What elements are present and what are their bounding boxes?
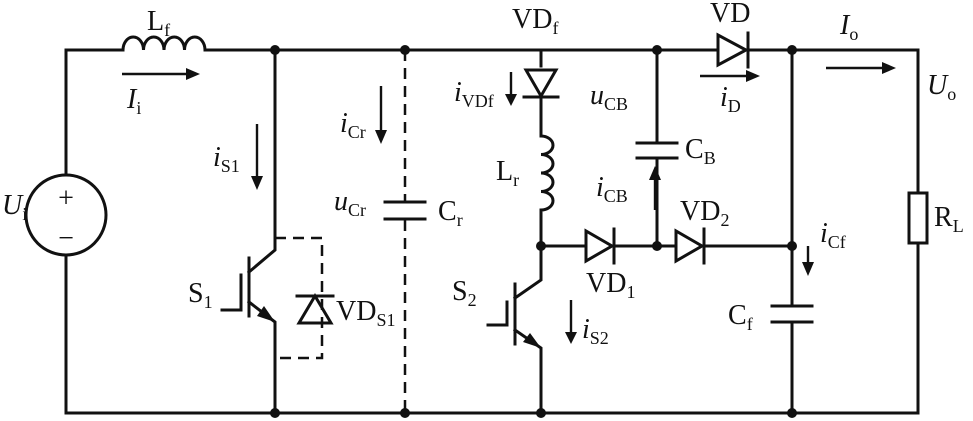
label-vd1: VD1 [586,268,635,302]
label-ucb: uCB [590,80,628,114]
s1-gate [220,273,243,312]
label-id: iD [720,82,741,116]
label-icf: iCf [820,218,846,252]
label-icr: iCr [340,108,366,142]
source-plus-sign: + [58,183,74,214]
label-is1: iS1 [213,142,240,176]
arrow-icf [802,246,814,276]
switch-s1 [220,236,324,360]
label-lr: Lr [496,156,519,190]
current-arrows [122,62,896,344]
arrow-ivdf [505,72,517,106]
label-is2: iS2 [582,314,609,348]
s1-collector-wire [246,48,277,275]
label-s2: S2 [452,276,477,310]
s2-emitter-arrow [523,333,541,348]
diode-vds1 [295,293,335,325]
label-cf: Cf [728,300,753,334]
label-lf: Lf [147,6,170,40]
labels: Lf Ii Ui iS1 S1 VDS1 iCr uCr Cr VDf iVDf… [2,0,964,348]
label-vdf: VDf [512,4,558,38]
label-vd: VD [710,0,750,29]
arrow-io [826,62,896,74]
capacitor-cf [770,304,814,324]
wires [64,48,920,415]
label-vds1: VDS1 [336,296,395,330]
source-minus-sign: − [58,223,74,254]
s2-collector-wire [512,244,543,301]
arrow-icb [649,166,661,210]
label-ui: Ui [2,190,27,224]
inductor-lr [539,134,555,212]
cr-branch [383,50,427,413]
label-ii: Ii [126,84,141,118]
label-icb: iCB [596,172,628,206]
label-rl: RL [934,202,964,236]
s2-gate [486,300,509,327]
label-ivdf: iVDf [454,77,494,111]
arrow-icr [375,86,387,144]
label-s1: S1 [188,278,213,312]
inductor-lf [121,35,207,52]
diode-vdf [522,68,560,100]
voltage-source-ui: + − [24,173,108,257]
diode-vd2 [674,227,706,265]
label-cb: CB [685,134,716,168]
arrow-is2 [565,300,577,344]
switch-s2 [486,282,541,348]
junction-dots [270,45,797,418]
label-cr: Cr [438,196,463,230]
diode-vd1 [584,227,616,265]
s1-emitter-arrow [257,306,275,322]
label-vd2: VD2 [680,196,729,230]
resistor-rl [907,191,929,245]
arrow-is1 [251,124,263,190]
vds1-dashed-box [275,236,324,360]
arrow-ii [122,68,200,80]
label-uo: Uo [927,70,956,104]
diode-vd [716,31,750,69]
label-io: Io [839,10,858,44]
label-ucr: uCr [334,186,366,220]
capacitor-cb [635,141,679,160]
arrow-id [700,70,760,82]
